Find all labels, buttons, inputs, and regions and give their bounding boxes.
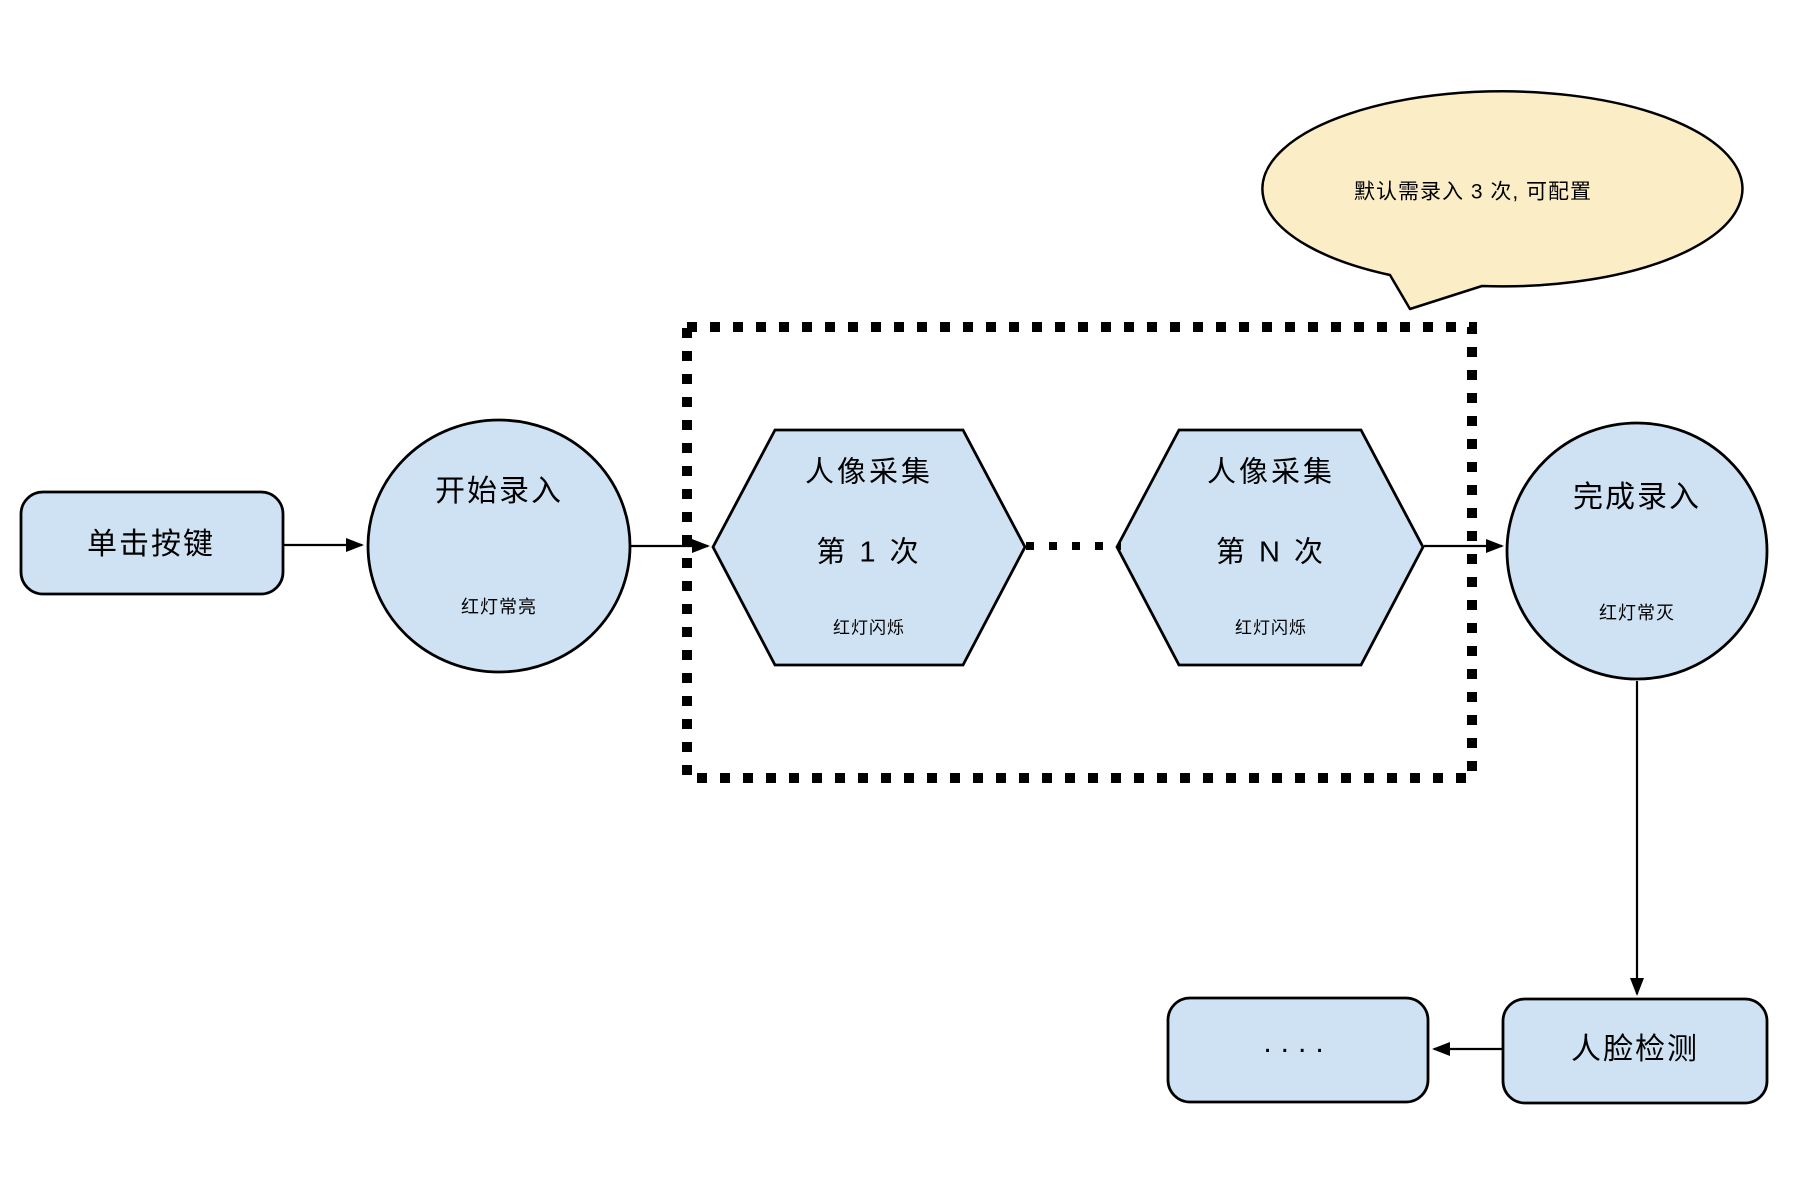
face-detect-label: 人脸检测 (1571, 1033, 1699, 1066)
node-capture-first (711, 428, 1027, 667)
node-start-entry (366, 418, 632, 674)
capture-first-title: 人像采集 (804, 456, 934, 489)
capture-nth-subtitle: 红灯闪烁 (1235, 618, 1307, 638)
node-ellipsis-box (1166, 996, 1430, 1104)
finish-entry-title: 完成录入 (1573, 481, 1701, 514)
node-finish-entry (1505, 421, 1769, 681)
capture-nth-title: 人像采集 (1206, 456, 1336, 489)
click-button-label: 单击按键 (87, 528, 215, 561)
callout-bubble (1261, 90, 1744, 311)
capture-first-count: 第 1 次 (816, 536, 922, 569)
capture-nth-count: 第 N 次 (1215, 536, 1327, 569)
start-entry-title: 开始录入 (435, 475, 563, 508)
capture-loop-dotted-boundary (682, 322, 1477, 783)
capture-first-subtitle: 红灯闪烁 (833, 618, 905, 638)
finish-entry-subtitle: 红灯常灭 (1599, 603, 1675, 623)
node-capture-nth (1115, 428, 1425, 667)
node-click-button (19, 490, 285, 596)
start-entry-subtitle: 红灯常亮 (461, 597, 537, 617)
ellipsis-box-label: .... (1263, 1026, 1333, 1059)
node-face-detect (1501, 997, 1769, 1105)
callout-text: 默认需录入 3 次, 可配置 (1353, 180, 1593, 204)
